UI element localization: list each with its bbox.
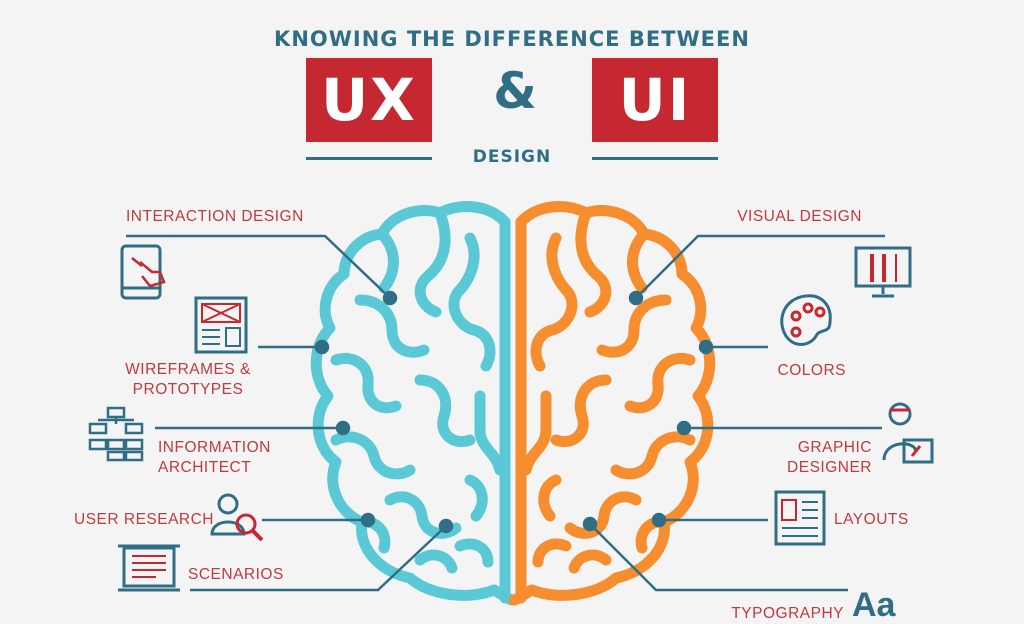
- label-typography: TYPOGRAPHY: [731, 605, 844, 622]
- ui-connectors: [582, 234, 885, 592]
- layout-icon: [774, 490, 826, 546]
- label-wireframes: WIREFRAMES & PROTOTYPES: [118, 360, 258, 400]
- label-wireframes-line1: WIREFRAMES &: [125, 361, 251, 378]
- label-interaction-design: INTERACTION DESIGN: [126, 208, 304, 225]
- scroll-document-icon: [118, 544, 180, 592]
- right-underline: [592, 157, 718, 160]
- label-graphic-designer: GRAPHIC DESIGNER: [760, 438, 872, 478]
- label-colors: COLORS: [777, 362, 846, 379]
- label-layouts: LAYOUTS: [834, 511, 909, 528]
- ampersand: &: [493, 62, 537, 120]
- ux-brain: [310, 201, 518, 606]
- palette-icon: [780, 294, 832, 346]
- tablet-touch-icon: [120, 244, 166, 300]
- typography-icon: Aa: [852, 586, 897, 622]
- header-title: KNOWING THE DIFFERENCE BETWEEN: [274, 27, 750, 51]
- ux-connectors: [126, 234, 454, 592]
- left-underline: [306, 157, 432, 160]
- user-search-icon: [210, 493, 264, 542]
- label-graphic-line2: DESIGNER: [787, 459, 872, 476]
- label-graphic-line1: GRAPHIC: [797, 439, 872, 456]
- label-scenarios: SCENARIOS: [188, 566, 284, 583]
- label-information-line1: INFORMATION: [158, 439, 271, 456]
- label-visual-design: VISUAL DESIGN: [737, 208, 862, 225]
- sitemap-icon: [88, 406, 144, 462]
- header-subtitle: DESIGN: [472, 147, 552, 167]
- label-information-line2: ARCHITECT: [158, 459, 252, 476]
- label-information-architect: INFORMATION ARCHITECT: [158, 438, 271, 478]
- label-user-research: USER RESEARCH: [74, 511, 214, 528]
- label-wireframes-line2: PROTOTYPES: [132, 381, 244, 398]
- ui-brain: [508, 201, 716, 606]
- monitor-tools-icon: [854, 246, 912, 298]
- ui-badge: UI: [592, 58, 718, 142]
- wireframe-icon: [194, 296, 248, 354]
- designer-icon: [882, 402, 934, 464]
- ux-badge: UX: [306, 58, 432, 142]
